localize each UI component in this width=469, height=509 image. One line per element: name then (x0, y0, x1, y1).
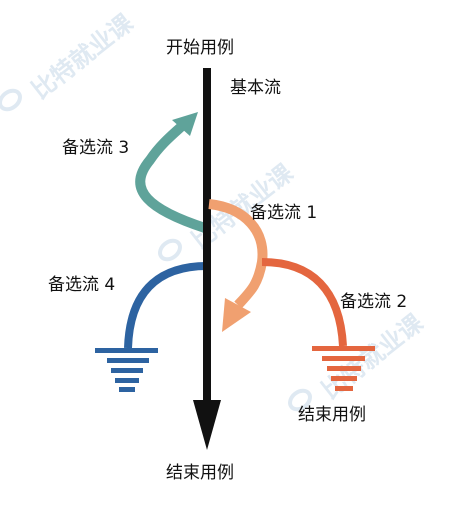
watermark-group: 比特就业课 比特就业课 比特就业课 (0, 8, 429, 412)
watermark-logo-2 (158, 238, 182, 262)
watermark-text-1: 比特就业课 (26, 8, 139, 105)
alt-flow-3-label: 备选流 3 (62, 138, 129, 158)
alt-flow-2-label: 备选流 2 (340, 292, 407, 312)
alt-flow-1-arrowhead (222, 298, 251, 332)
alt-flow-2-curve (261, 258, 347, 347)
start-label: 开始用例 (166, 38, 234, 58)
end-main-label: 结束用例 (166, 463, 234, 483)
alt-flow-4-curve (124, 262, 208, 349)
watermark-logo-3 (288, 388, 312, 412)
alt-flow-2-end-icon (312, 346, 375, 391)
basic-flow-label: 基本流 (230, 78, 281, 98)
alt-flow-1-label: 备选流 1 (250, 203, 317, 223)
alt-flow-4-label: 备选流 4 (48, 275, 115, 295)
end-alt-label: 结束用例 (298, 405, 366, 425)
watermark-logo-1 (0, 88, 22, 112)
basic-flow-arrowhead (193, 400, 221, 450)
alt-flow-4-end-icon (95, 348, 158, 392)
alt-flow-3-arrowhead (172, 112, 198, 136)
alt-flow-3-curve (135, 122, 207, 233)
